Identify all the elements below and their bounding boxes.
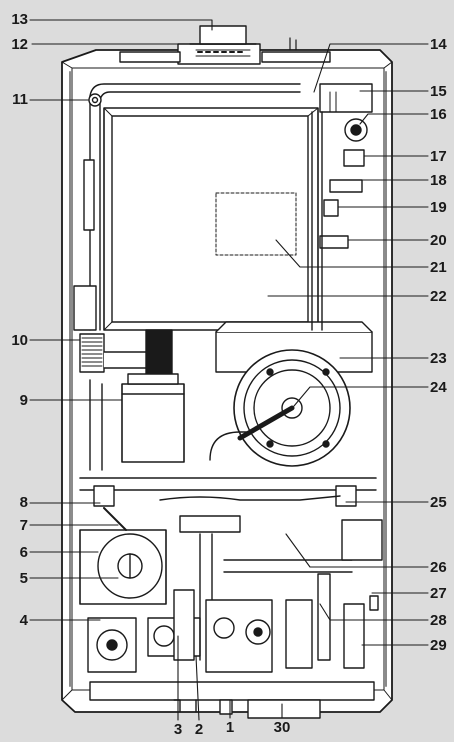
callout-19: 19 [430,199,447,216]
callout-5: 5 [19,570,28,587]
callout-27: 27 [430,585,447,602]
callout-18: 18 [430,172,447,189]
callout-16: 16 [430,106,447,123]
callout-30: 30 [273,719,291,736]
hydraulic-group [87,519,383,673]
callout-17: 17 [430,148,447,165]
callout-26: 26 [430,559,447,576]
callout-7: 7 [19,517,28,534]
callout-13: 13 [11,11,28,28]
condensate-trap [89,373,185,471]
flue-outlet [119,25,331,65]
callout-15: 15 [430,83,447,100]
callout-29: 29 [430,637,447,654]
bottom-manifold [79,477,377,533]
bottom-connections [89,681,375,719]
callout-2: 2 [194,721,204,738]
callout-12: 12 [11,36,28,53]
callout-25: 25 [430,494,447,511]
callout-8: 8 [19,494,28,511]
right-components [311,83,373,331]
callout-1: 1 [225,719,235,736]
fan-assembly [209,321,373,467]
callout-4: 4 [19,612,28,629]
circulation-pump [79,507,167,605]
callout-24: 24 [430,379,447,396]
callout-22: 22 [430,288,447,305]
leader-lines [29,19,429,721]
left-pipework [73,83,301,331]
callout-21: 21 [430,259,447,276]
callout-20: 20 [430,232,447,249]
callout-28: 28 [430,612,447,629]
callout-11: 11 [12,91,28,108]
callout-14: 14 [430,36,447,53]
flexible-hose [79,329,173,381]
callout-23: 23 [430,350,447,367]
callout-9: 9 [19,392,28,409]
combustion-chamber [103,107,319,331]
callout-10: 10 [11,332,28,349]
callout-6: 6 [19,544,28,561]
callout-3: 3 [173,721,183,738]
